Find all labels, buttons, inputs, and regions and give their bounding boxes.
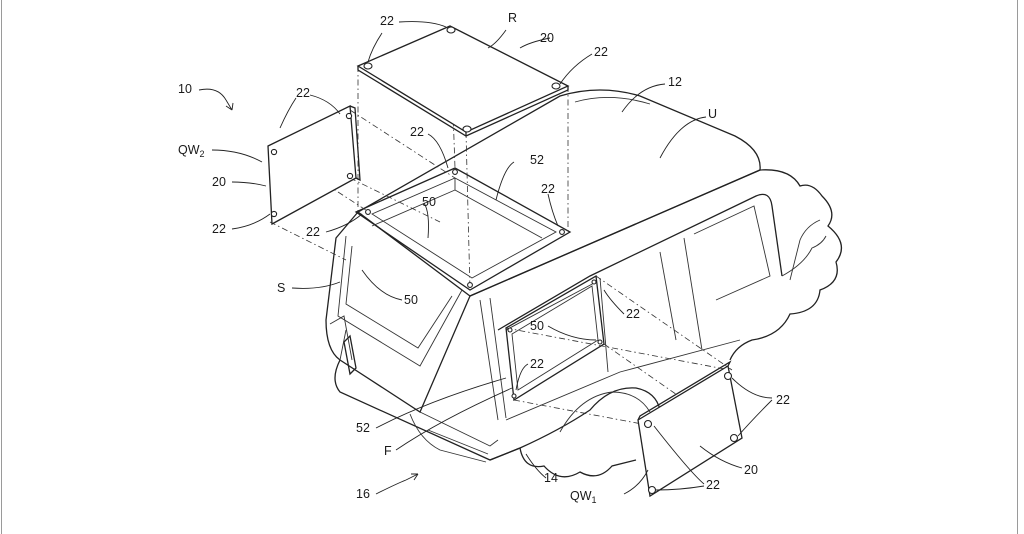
label-fastener: 22 bbox=[706, 478, 720, 492]
label-opening-rim: 50 bbox=[530, 319, 544, 333]
label-upper: U bbox=[708, 107, 717, 121]
fastener-hole bbox=[723, 371, 733, 381]
label-roof: 12 bbox=[668, 75, 682, 89]
quarter-window-panel-1 bbox=[637, 360, 743, 498]
label-fastener: 22 bbox=[212, 222, 226, 236]
label-fastener: 22 bbox=[296, 86, 310, 100]
label-opening-rim: 50 bbox=[422, 195, 436, 209]
label-fastener: 22 bbox=[626, 307, 640, 321]
label-panel: 20 bbox=[744, 463, 758, 477]
reference-labels: 10 22 R 20 22 12 U 22 QW2 20 22 22 52 22… bbox=[178, 11, 790, 505]
fastener-hole bbox=[729, 433, 739, 443]
label-fastener: 22 bbox=[530, 357, 544, 371]
label-body: 14 bbox=[544, 471, 558, 485]
fastener-hole bbox=[647, 485, 657, 495]
label-vehicle: 10 bbox=[178, 82, 192, 96]
fastener-hole bbox=[270, 148, 278, 156]
fastener-hole bbox=[345, 112, 353, 120]
label-opening-rim: 50 bbox=[404, 293, 418, 307]
label-front: F bbox=[384, 444, 392, 458]
label-lower-body: 16 bbox=[356, 487, 370, 501]
label-fastener: 22 bbox=[776, 393, 790, 407]
label-fastener: 22 bbox=[380, 14, 394, 28]
fastener-hole bbox=[462, 125, 472, 133]
label-qw2: QW2 bbox=[178, 143, 205, 159]
quarter-window-panel-2 bbox=[267, 104, 361, 226]
label-fastener: 22 bbox=[594, 45, 608, 59]
opening-fastener-holes bbox=[365, 169, 603, 399]
fastener-hole bbox=[270, 210, 278, 218]
label-qw1: QW1 bbox=[570, 489, 597, 505]
fastener-hole bbox=[551, 82, 561, 90]
label-opening-frame: 52 bbox=[356, 421, 370, 435]
label-fastener: 22 bbox=[306, 225, 320, 239]
label-panel: 20 bbox=[212, 175, 226, 189]
label-fastener: 22 bbox=[541, 182, 555, 196]
leader-lines bbox=[198, 21, 773, 495]
label-opening-frame: 52 bbox=[530, 153, 544, 167]
fastener-hole bbox=[643, 419, 653, 429]
label-panel: 20 bbox=[540, 31, 554, 45]
label-fastener: 22 bbox=[410, 125, 424, 139]
fastener-hole bbox=[363, 62, 373, 70]
vehicle-body bbox=[325, 89, 843, 478]
label-side: S bbox=[277, 281, 285, 295]
roof-panel-r bbox=[356, 25, 570, 137]
fastener-hole bbox=[346, 172, 354, 180]
label-rear-panel: R bbox=[508, 11, 517, 25]
fastener-hole bbox=[446, 26, 456, 34]
